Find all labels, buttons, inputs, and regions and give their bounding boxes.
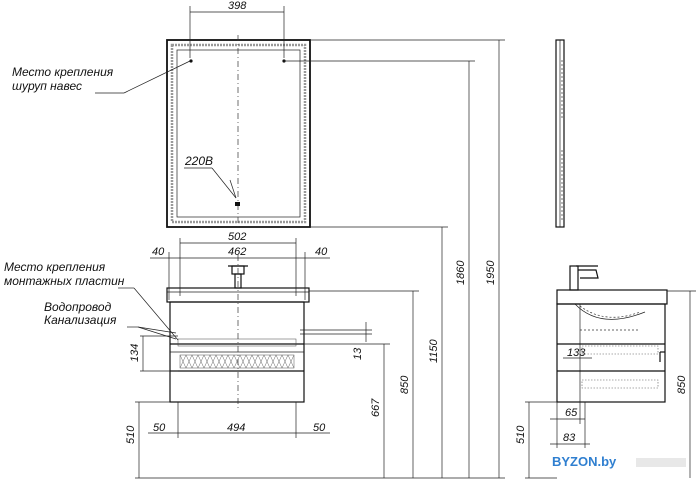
voltage-label: 220В [184, 154, 237, 199]
dim-134: 134 [129, 344, 141, 362]
mount-screw-left [189, 59, 193, 63]
dim-462: 462 [228, 246, 246, 258]
dim-510-front: 510 [125, 425, 137, 444]
dim-40-left: 40 [152, 246, 165, 258]
dim-1150: 1150 [428, 338, 440, 363]
dim-667: 667 [370, 398, 382, 417]
cabinet-mount-label-1: Место крепления [4, 260, 106, 274]
dim-heights: 1950 1860 1150 850 667 510 [125, 39, 505, 479]
dim-502: 502 [228, 231, 246, 243]
watermark-bar [636, 458, 686, 467]
dim-50-left: 50 [153, 422, 166, 434]
dim-mount-height: 134 [129, 335, 178, 372]
dim-40-right: 40 [315, 246, 328, 258]
watermark: BYZON.by [552, 454, 617, 469]
dim-1950: 1950 [485, 260, 497, 285]
cabinet-mount-label: Место крепления монтажных пластин [4, 260, 179, 341]
dim-65: 65 [565, 407, 578, 419]
mirror-mount-label-2: шуруп навес [12, 79, 82, 93]
voltage-text: 220В [184, 154, 213, 168]
dim-side: 133 65 83 510 850 [515, 290, 696, 479]
dim-50-right: 50 [313, 422, 326, 434]
plumbing-label-2: Канализация [44, 313, 117, 327]
dim-cabinet-bottom: 50 494 50 [148, 402, 330, 438]
mirror-mount-label: Место крепления шуруп навес [12, 60, 191, 94]
dim-pipe-offset: 13 [300, 322, 372, 360]
dim-133: 133 [567, 347, 586, 359]
cabinet-side [556, 265, 668, 403]
dim-13: 13 [352, 347, 364, 360]
dim-494: 494 [227, 422, 245, 434]
dim-mirror-width: 398 [189, 0, 285, 58]
dim-850-front: 850 [399, 375, 411, 394]
plumbing-label: Водопровод Канализация [44, 300, 177, 340]
power-outlet [235, 202, 240, 206]
dim-850-side: 850 [676, 375, 688, 394]
mirror-side [555, 39, 565, 228]
dim-1860: 1860 [455, 260, 467, 285]
dim-cabinet-top: 502 462 40 40 [150, 231, 330, 300]
dim-83: 83 [563, 432, 576, 444]
dim-398: 398 [228, 0, 247, 12]
mirror-mount-label-1: Место крепления [12, 65, 114, 79]
dim-510-side: 510 [515, 425, 527, 444]
cabinet-mount-label-2: монтажных пластин [4, 274, 125, 288]
plumbing-label-1: Водопровод [44, 300, 112, 314]
mirror [166, 35, 311, 230]
cabinet-front [166, 255, 310, 410]
